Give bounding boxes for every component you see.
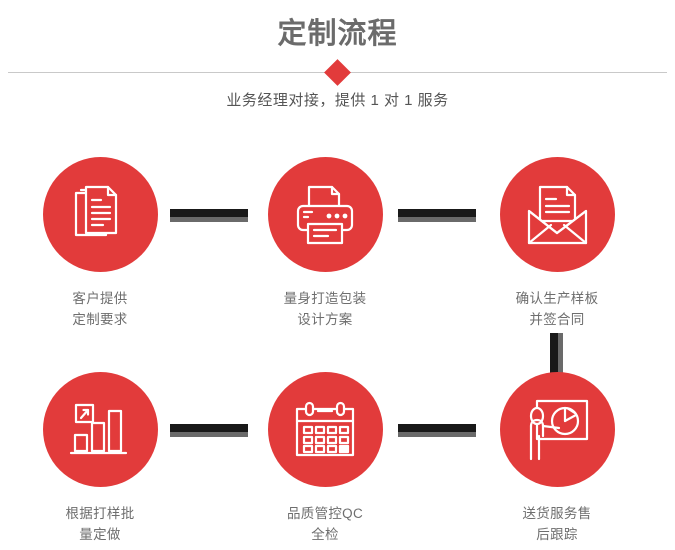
connector-shadow xyxy=(170,217,248,222)
flow-step-caption: 根据打样批 量定做 xyxy=(65,506,135,542)
connector-bar xyxy=(170,209,248,217)
connector-step3-step6 xyxy=(550,333,563,375)
flow-step-2[interactable]: 量身打造包装 设计方案 xyxy=(250,157,400,330)
header-divider xyxy=(8,59,667,86)
connector-step5-step6 xyxy=(398,424,476,437)
step-icon-circle xyxy=(499,372,615,487)
step-icon-circle xyxy=(267,157,383,272)
page-header: 定制流程 业务经理对接，提供 1 对 1 服务 xyxy=(0,0,675,125)
step-icon-circle xyxy=(267,372,383,487)
flow-step-caption: 量身打造包装 设计方案 xyxy=(283,291,367,327)
connector-shadow xyxy=(558,333,563,375)
flow-step-caption: 送货服务售 后跟踪 xyxy=(522,506,592,542)
connector-shadow xyxy=(398,432,476,437)
step-icon-circle xyxy=(42,157,158,272)
flow-step-caption: 确认生产样板 并签合同 xyxy=(515,291,599,327)
flow-step-3[interactable]: 确认生产样板 并签合同 xyxy=(482,157,632,330)
flow-step-5[interactable]: 品质管控QC 全检 xyxy=(250,372,400,545)
flow-step-6[interactable]: 送货服务售 后跟踪 xyxy=(482,372,632,545)
page-subtitle: 业务经理对接，提供 1 对 1 服务 xyxy=(226,92,449,109)
connector-step1-step2 xyxy=(170,209,248,222)
page-title: 定制流程 xyxy=(277,18,398,50)
connector-step4-step5 xyxy=(170,424,248,437)
connector-step2-step3 xyxy=(398,209,476,222)
connector-bar xyxy=(398,424,476,432)
flow-step-4[interactable]: 根据打样批 量定做 xyxy=(25,372,175,545)
flow-step-caption: 客户提供 定制要求 xyxy=(72,291,128,327)
connector-bar xyxy=(550,333,558,375)
step-icon-circle xyxy=(499,157,615,272)
flow-step-caption: 品质管控QC 全检 xyxy=(286,506,364,542)
diamond-marker-icon xyxy=(323,59,351,86)
connector-bar xyxy=(398,209,476,217)
flow-step-1[interactable]: 客户提供 定制要求 xyxy=(25,157,175,330)
connector-shadow xyxy=(398,217,476,222)
connector-shadow xyxy=(170,432,248,437)
process-flow-diagram: 客户提供 定制要求 量身打造包装 设计方案 xyxy=(0,125,675,550)
connector-bar xyxy=(170,424,248,432)
step-icon-circle xyxy=(42,372,158,487)
